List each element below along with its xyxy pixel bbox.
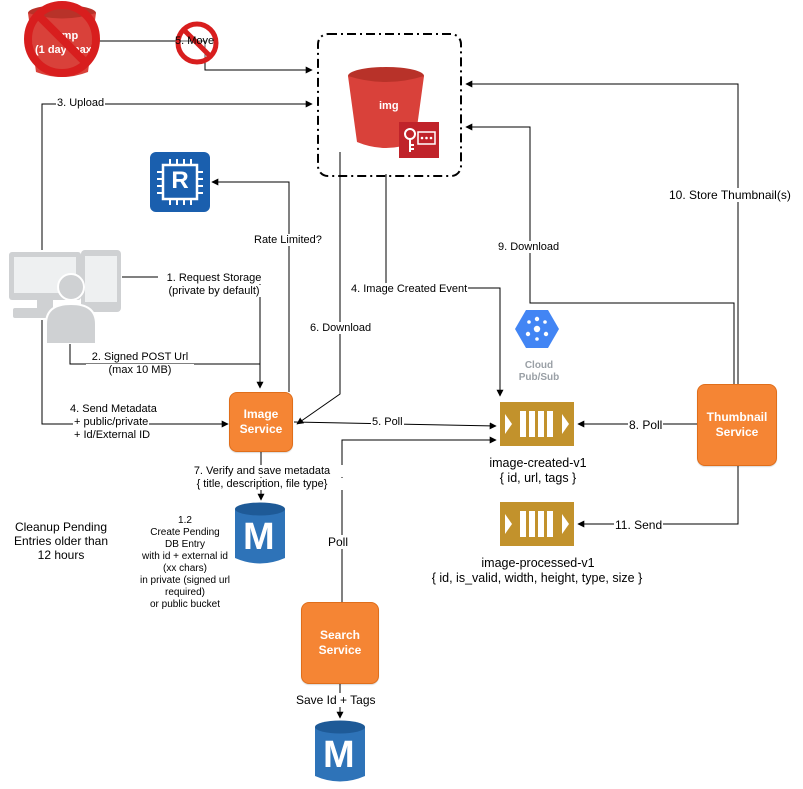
request-storage-label-2: (private by default) xyxy=(158,285,270,297)
pending-note-1: 1.2 xyxy=(178,515,192,526)
signed-url-label-2: (max 10 MB) xyxy=(86,364,194,376)
rate-limited-arrow xyxy=(211,178,290,392)
search-service[interactable]: Search Service xyxy=(301,602,379,684)
img-bucket-boundary xyxy=(317,33,462,177)
client-devices-icon xyxy=(9,250,121,344)
search-service-line1: Search xyxy=(319,628,361,642)
database-letter: M xyxy=(323,734,355,776)
download-9-label: 9. Download xyxy=(497,241,561,253)
rate-limited-label: Rate Limited? xyxy=(253,234,323,246)
redis-cache: R xyxy=(150,152,210,212)
thumbnail-service-line1: Thumbnail xyxy=(706,410,768,424)
redis-letter: R xyxy=(171,167,189,194)
pubsub-label-line1: Cloud xyxy=(516,360,562,372)
database-letter: M xyxy=(243,516,275,558)
upload-arrow xyxy=(41,100,313,250)
mysql-database-icon xyxy=(235,502,285,564)
pending-note-4: with id + external id xyxy=(142,551,228,562)
download-9-arrow xyxy=(465,123,735,384)
pending-note-3: DB Entry xyxy=(164,539,205,550)
image-service-line2: Service xyxy=(239,422,283,436)
send-11-label: 11. Send xyxy=(614,518,664,532)
img-bucket-label: img xyxy=(379,100,399,112)
send-metadata-label-1: 4. Send Metadata xyxy=(69,403,158,415)
queue-icon xyxy=(500,502,574,546)
poll-5-label: 5. Poll xyxy=(371,416,404,428)
prohibited-move-icon xyxy=(175,21,219,65)
prohibited-icon xyxy=(24,1,100,77)
pending-note-7: required) xyxy=(164,587,206,598)
pending-note-6: in private (signed url xyxy=(139,575,231,586)
request-storage-label-1: 1. Request Storage xyxy=(158,272,270,284)
verify-label-1: 7. Verify and save metadata xyxy=(180,465,344,477)
search-service-line2: Service xyxy=(318,643,362,657)
send-metadata-label-2: + public/private xyxy=(73,416,150,428)
thumbnail-service[interactable]: Thumbnail Service xyxy=(697,384,777,466)
tmp-bucket: tmp (1 day max xyxy=(24,1,100,78)
key-policy-icon xyxy=(399,122,439,158)
image-service-line1: Image xyxy=(243,407,279,421)
store-thumbnails-arrow xyxy=(465,80,739,384)
move-arrow xyxy=(97,40,313,74)
cleanup-note-3: 12 hours xyxy=(4,548,118,562)
image-processed-topic-name: image-processed-v1 xyxy=(462,556,614,571)
queue-icon xyxy=(500,402,574,446)
cleanup-note-1: Cleanup Pending xyxy=(4,520,118,534)
cloud-pubsub-icon xyxy=(515,310,559,348)
pending-note-8: or public bucket xyxy=(149,599,221,610)
image-processed-topic-schema: { id, is_valid, width, height, type, siz… xyxy=(416,571,658,586)
search-poll-label: Poll xyxy=(327,535,350,549)
move-label: 5. Move xyxy=(175,35,215,47)
image-created-topic-schema: { id, url, tags } xyxy=(472,471,604,486)
verify-label-2: { title, description, file type} xyxy=(180,478,344,490)
redis-chip-icon xyxy=(150,152,210,212)
image-service[interactable]: Image Service xyxy=(229,392,293,452)
image-processed-topic[interactable] xyxy=(500,502,574,546)
cleanup-note-2: Entries older than xyxy=(4,534,118,548)
image-metadata-database: M xyxy=(234,502,286,566)
image-created-topic-name: image-created-v1 xyxy=(472,456,604,471)
thumbnail-service-line2: Service xyxy=(715,425,759,439)
image-created-event-label: 4. Image Created Event xyxy=(350,283,469,295)
signed-url-label-1: 2. Signed POST Url xyxy=(86,351,194,363)
download-6-arrow xyxy=(296,152,341,425)
pending-note-2: Create Pending xyxy=(150,527,220,538)
store-thumbnails-label: 10. Store Thumbnail(s) xyxy=(668,188,792,202)
image-created-topic[interactable] xyxy=(500,402,574,446)
upload-label: 3. Upload xyxy=(56,97,106,109)
send-metadata-label-3: + Id/External ID xyxy=(73,429,152,441)
download-6-label: 6. Download xyxy=(309,322,373,334)
search-database: M xyxy=(314,720,366,784)
save-tags-label: Save Id + Tags xyxy=(295,693,377,707)
poll-8-label: 8. Poll xyxy=(628,418,664,432)
send-metadata-arrow xyxy=(41,320,229,428)
pubsub-label-line2: Pub/Sub xyxy=(510,372,568,384)
pending-note-5: (xx chars) xyxy=(163,563,207,574)
mysql-database-icon xyxy=(315,720,365,782)
